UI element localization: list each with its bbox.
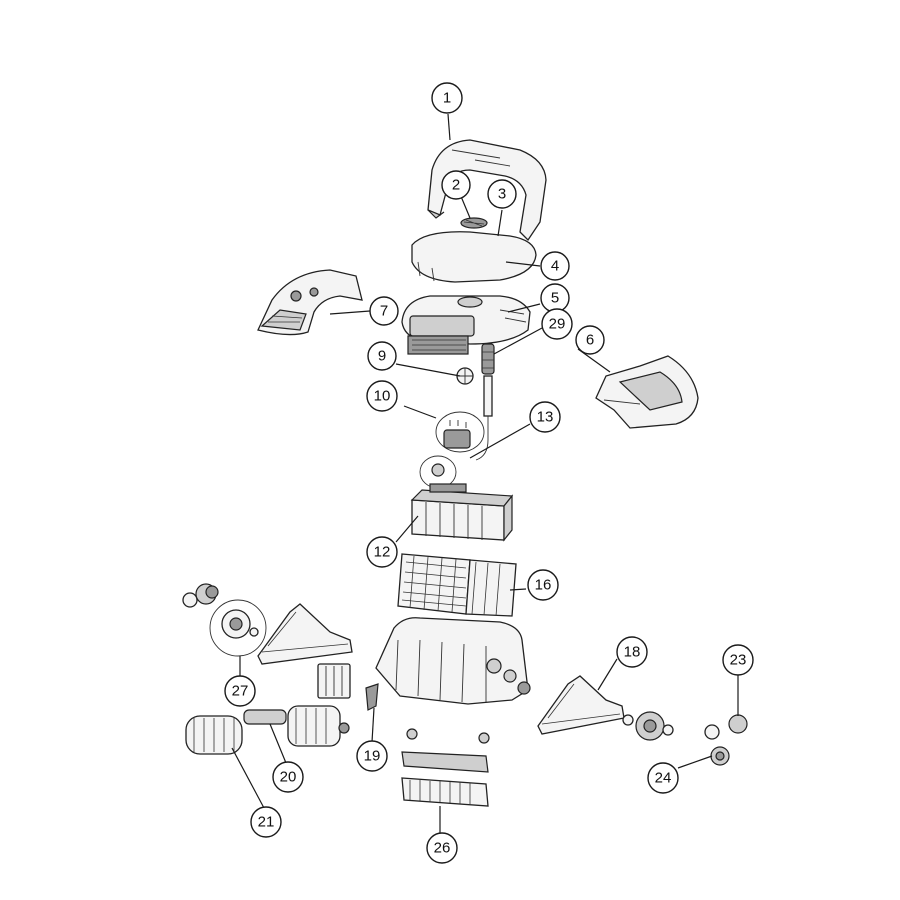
svg-text:20: 20 [280, 769, 297, 786]
part-29-cable-swivel [475, 343, 495, 461]
part-21-brush [185, 715, 243, 755]
svg-text:12: 12 [374, 544, 391, 561]
callout-12: 12 [366, 536, 398, 568]
left-bearings [182, 583, 219, 608]
svg-text:9: 9 [378, 348, 386, 365]
part-26-bottom-brush [401, 728, 490, 807]
svg-text:3: 3 [498, 186, 506, 203]
callout-23: 23 [722, 644, 754, 676]
callout-6: 6 [575, 325, 605, 355]
svg-text:24: 24 [655, 770, 672, 787]
left-track [257, 603, 353, 665]
callout-5: 5 [540, 283, 570, 313]
callout-18: 18 [616, 636, 648, 668]
right-wheel [622, 711, 674, 741]
part-12-motor-unit [410, 483, 514, 542]
callout-20: 20 [272, 761, 304, 793]
callout-24: 24 [647, 762, 679, 794]
part-16-filter-panels [397, 553, 517, 617]
callout-21: 21 [250, 806, 282, 838]
part-10-motor-block [435, 411, 485, 453]
svg-text:16: 16 [535, 577, 552, 594]
svg-text:23: 23 [730, 652, 747, 669]
callout-29: 29 [541, 308, 573, 340]
callout-3: 3 [487, 179, 517, 209]
callout-1: 1 [431, 82, 463, 114]
callout-27: 27 [224, 675, 256, 707]
part-19-clip [365, 683, 379, 711]
part-4-top-cover [411, 231, 537, 283]
svg-text:19: 19 [364, 748, 381, 765]
svg-text:27: 27 [232, 683, 249, 700]
svg-text:21: 21 [258, 814, 275, 831]
svg-text:1: 1 [443, 90, 451, 107]
svg-text:2: 2 [452, 177, 460, 194]
part-23-bearings [704, 714, 748, 740]
callout-26: 26 [426, 832, 458, 864]
svg-text:7: 7 [380, 303, 388, 320]
chassis-base [375, 617, 531, 705]
svg-text:26: 26 [434, 840, 451, 857]
callout-13: 13 [529, 401, 561, 433]
callout-19: 19 [356, 740, 388, 772]
svg-text:29: 29 [549, 316, 566, 333]
svg-text:6: 6 [586, 332, 594, 349]
part-5-upper-housing [401, 295, 531, 355]
svg-text:10: 10 [374, 388, 391, 405]
part-13-drive-gear [419, 455, 457, 489]
callout-10: 10 [366, 380, 398, 412]
part-20-brush-shaft [243, 705, 350, 747]
callout-16: 16 [527, 569, 559, 601]
callout-2: 2 [441, 170, 471, 200]
callout-7: 7 [369, 296, 399, 326]
part-27-left-wheel [209, 599, 267, 657]
part-6-right-side-cover [595, 355, 699, 429]
part-24-gear [710, 746, 730, 766]
roller-plate [317, 663, 351, 699]
svg-text:4: 4 [551, 258, 559, 275]
part-2-cap [460, 217, 488, 229]
callout-4: 4 [540, 251, 570, 281]
callout-9: 9 [367, 341, 397, 371]
svg-text:18: 18 [624, 644, 641, 661]
svg-text:13: 13 [537, 409, 554, 426]
part-18-right-track [537, 675, 625, 735]
svg-text:5: 5 [551, 290, 559, 307]
part-7-left-side-cover [257, 269, 363, 336]
